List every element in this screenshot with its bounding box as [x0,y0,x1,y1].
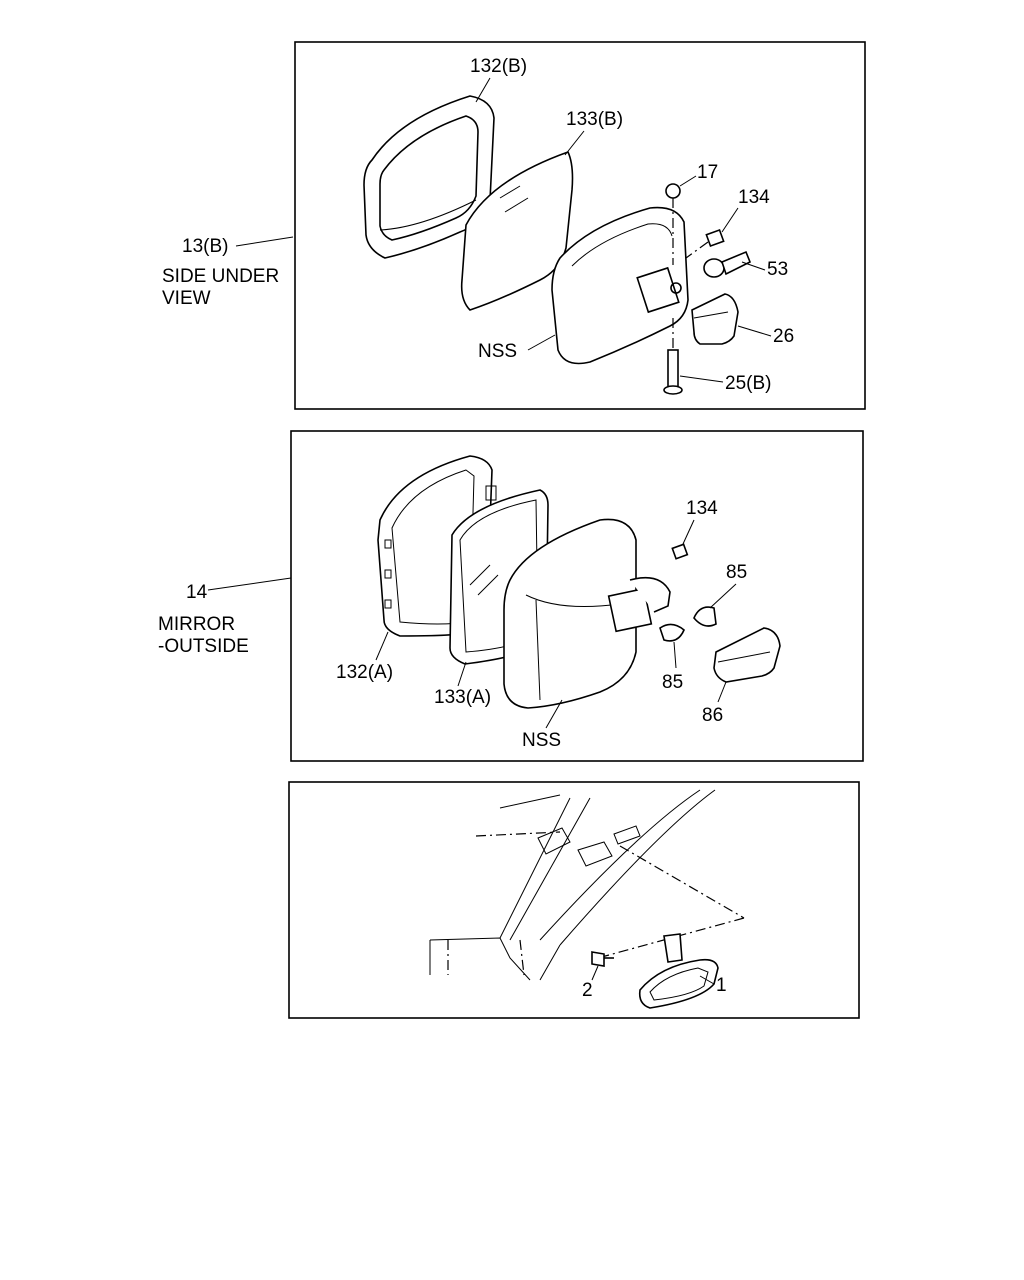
panel-middle: 14 MIRROR -OUTSIDE 132(A) 133(A) [158,430,864,762]
top-screw [685,228,725,259]
top-part-plug-leader [741,261,766,271]
panel-bottom: 2 1 [288,781,860,1019]
top-part-screw-leader [721,207,739,233]
top-assembly-desc-1: SIDE UNDER [162,266,279,287]
top-part-body-label: NSS [478,341,517,362]
bottom-part-screw-label: 2 [582,980,593,1001]
middle-part-screw-leader [682,519,695,545]
top-cover [691,293,739,345]
middle-mirror-housing [503,518,671,709]
middle-part-body-label: NSS [522,730,561,751]
middle-assembly-leader [207,577,292,591]
middle-part-clip-upper-leader [709,583,737,609]
middle-cover [713,627,781,683]
top-plug [703,250,752,278]
top-part-cover-leader [737,325,772,337]
top-part-glass-label: 133(B) [566,109,623,130]
bottom-part-mirror-leader [699,975,715,985]
top-bolt [663,318,683,395]
cab-interior-sketch [429,789,745,981]
middle-part-cover-label: 86 [702,705,723,726]
middle-part-glass-label: 133(A) [434,687,491,708]
middle-part-clip-lower-label: 85 [662,672,683,693]
middle-part-clip-upper-label: 85 [726,562,747,583]
middle-clip-upper [693,606,717,627]
middle-assembly-desc-2: -OUTSIDE [158,636,249,657]
bottom-screw [591,951,614,967]
middle-part-body-leader [545,699,563,729]
top-part-nut-leader [679,175,697,187]
top-part-glass-leader [564,130,585,156]
panel-top-border [294,41,866,410]
middle-part-frame-leader [375,631,389,661]
top-mirror-frame [363,95,495,259]
top-part-bolt-leader [679,375,724,383]
middle-part-clip-lower-leader [673,641,677,669]
top-part-plug-label: 53 [767,259,788,280]
top-nut [665,183,681,265]
middle-part-frame-label: 132(A) [336,662,393,683]
panel-top: 13(B) SIDE UNDER VIEW 132(B) 133(B) NSS [162,41,866,410]
top-assembly-desc-2: VIEW [162,288,211,309]
middle-part-cover-leader [717,681,727,703]
bottom-part-screw-leader [591,965,599,981]
top-part-bolt-label: 25(B) [725,373,771,394]
top-part-screw-label: 134 [738,187,770,208]
bottom-rearview-mirror [638,933,719,1009]
bottom-part-mirror-label: 1 [716,975,727,996]
panel-middle-border [290,430,864,762]
top-part-cover-label: 26 [773,326,794,347]
middle-clip-lower [659,623,685,642]
top-part-body-leader [527,334,556,351]
middle-assembly-desc-1: MIRROR [158,614,235,635]
middle-part-screw-label: 134 [686,498,718,519]
top-part-frame-leader [475,77,491,103]
panel-bottom-border [288,781,860,1019]
top-assembly-leader [235,236,294,247]
middle-part-glass-leader [457,661,467,687]
middle-screw [671,543,689,560]
middle-assembly-id: 14 [186,582,208,603]
top-assembly-id: 13(B) [182,236,228,257]
top-mirror-housing [551,206,689,365]
top-part-frame-label: 132(B) [470,56,527,77]
top-part-nut-label: 17 [697,162,718,183]
